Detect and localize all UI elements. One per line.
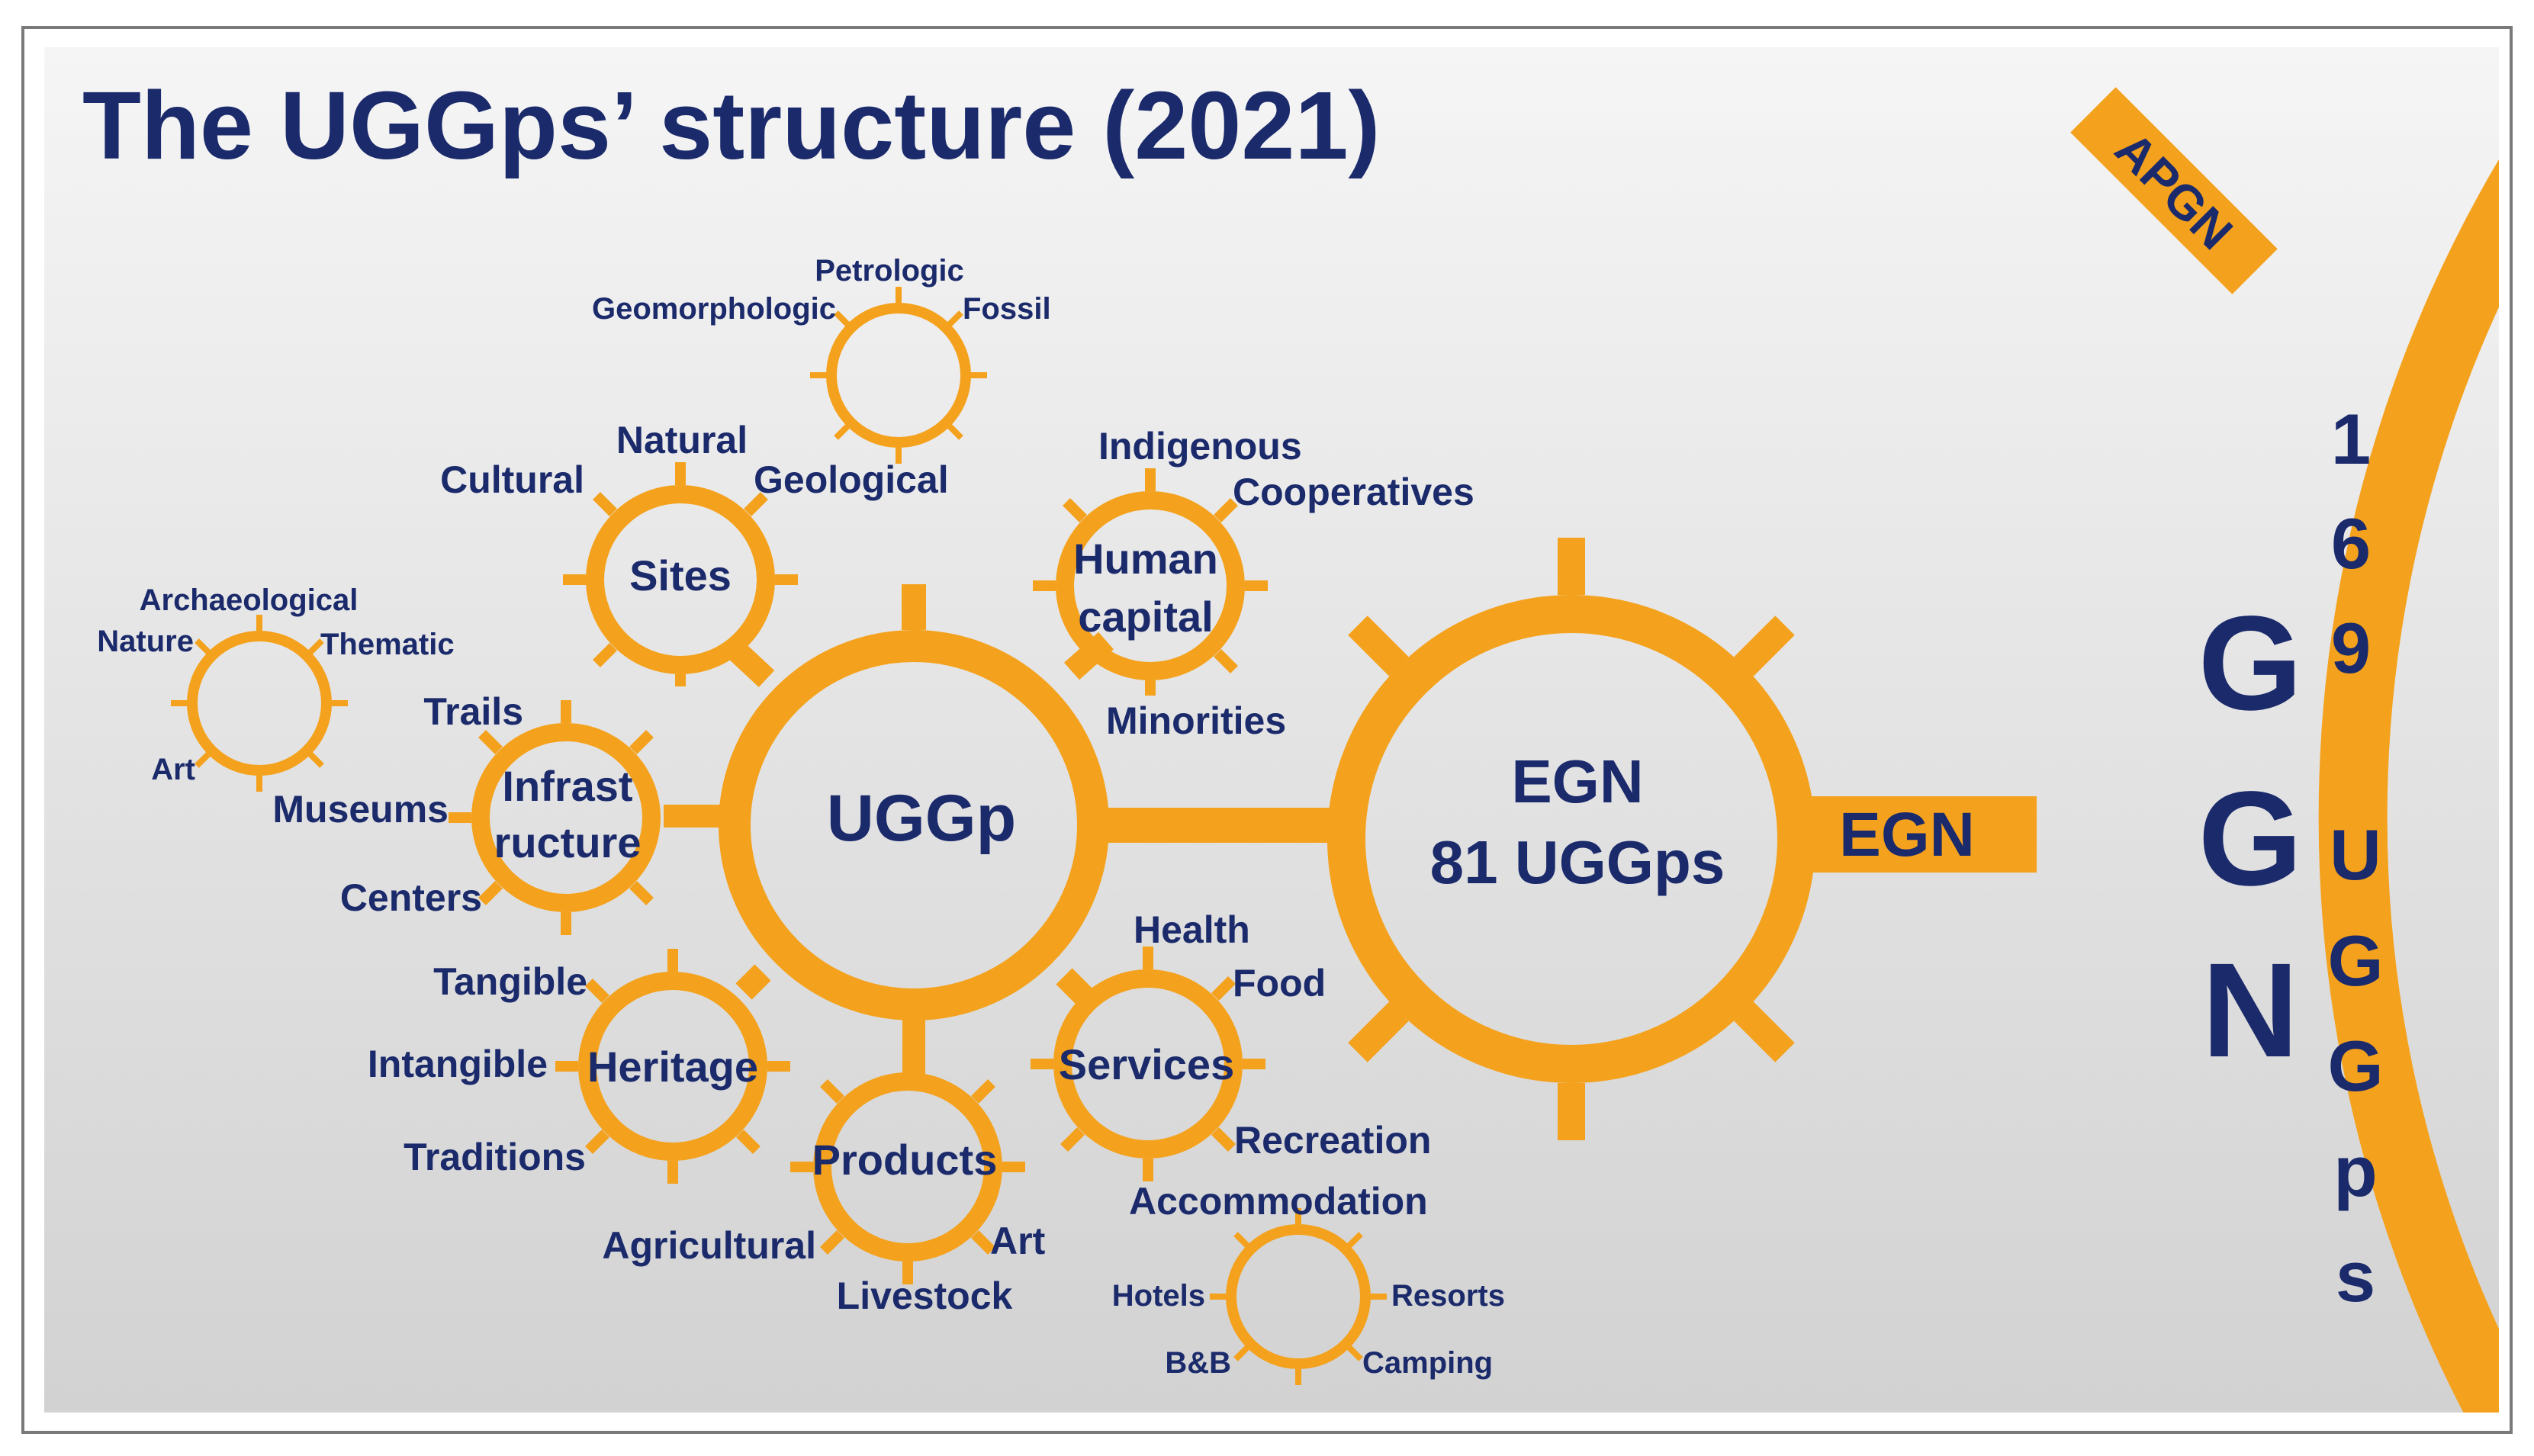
panel-background xyxy=(44,47,2499,1413)
ggn-suffix: U G G p s xyxy=(2327,815,2383,1316)
connector-uggp-heritage xyxy=(735,964,771,1000)
heritage-item: Traditions xyxy=(404,1136,586,1178)
services-spokes xyxy=(1031,947,1265,1181)
geological-spokes xyxy=(810,287,987,464)
geological-circle xyxy=(826,303,971,448)
infrastructure-spokes xyxy=(449,700,654,935)
ggn-letter: G xyxy=(2198,764,2303,914)
ggn-letter: G xyxy=(2198,589,2303,738)
infrastructure-label-line1: Infrast xyxy=(502,762,632,810)
human-capital-item: Cooperatives xyxy=(1233,471,1474,513)
accommodation-item: Camping xyxy=(1362,1346,1493,1380)
geological-item: Petrologic xyxy=(815,254,964,288)
diagram-title: The UGGps’ structure (2021) xyxy=(82,72,1381,179)
egn-circle-line1: EGN xyxy=(1511,747,1643,815)
sites-item: Geological xyxy=(754,458,949,501)
human-capital-label-line2: capital xyxy=(1078,593,1213,641)
sites-item: Cultural xyxy=(440,458,584,501)
accommodation-item: Resorts xyxy=(1391,1279,1505,1313)
egn-spokes xyxy=(1348,538,1795,1140)
ggn-count-digit: 6 xyxy=(2331,503,2371,583)
uggp-circle xyxy=(719,630,1109,1020)
ggn-suffix-letter: U xyxy=(2330,815,2381,895)
egn-circle-line2: 81 UGGps xyxy=(1430,828,1725,896)
ggn-letters: G G N xyxy=(2198,589,2303,1085)
ggn-count-digit: 9 xyxy=(2331,608,2371,688)
human-capital-item: Minorities xyxy=(1106,699,1286,742)
museums-circle xyxy=(187,631,332,776)
products-item: Art xyxy=(990,1220,1046,1262)
heritage-item: Tangible xyxy=(433,960,587,1003)
museums-item: Thematic xyxy=(320,628,455,661)
ggn-count-digit: 1 xyxy=(2331,399,2371,479)
uggp-label: UGGp xyxy=(827,782,1016,855)
museums-item: Art xyxy=(151,753,195,786)
sites-spokes xyxy=(563,462,798,686)
ggn-count: 1 6 9 xyxy=(2331,399,2371,688)
accommodation-item: B&B xyxy=(1165,1346,1231,1380)
human-capital-label-line1: Human xyxy=(1073,535,1218,583)
ggn-suffix-letter: p xyxy=(2333,1131,2377,1211)
node-circles xyxy=(171,287,1815,1385)
ggn-suffix-letter: G xyxy=(2327,921,2383,1001)
heritage-label: Heritage xyxy=(587,1043,758,1091)
heritage-spokes xyxy=(555,949,790,1184)
human-capital-item: Indigenous xyxy=(1098,425,1302,468)
sites-item: Natural xyxy=(616,419,748,461)
ggn-letter: N xyxy=(2201,936,2298,1085)
museums-item: Archaeological xyxy=(140,583,359,617)
products-item: Livestock xyxy=(837,1274,1013,1317)
sites-label: Sites xyxy=(629,551,732,599)
infrastructure-item: Centers xyxy=(340,876,482,919)
egn-circle xyxy=(1327,595,1815,1083)
connectors xyxy=(664,632,2037,1079)
infrastructure-item: Museums xyxy=(272,788,449,831)
services-label: Services xyxy=(1059,1040,1234,1088)
products-spokes xyxy=(790,1079,1025,1284)
ggn-arc xyxy=(2318,159,2499,1413)
ggn-suffix-letter: s xyxy=(2336,1236,2375,1316)
services-item: Food xyxy=(1233,962,1326,1004)
human-capital-spokes xyxy=(1033,468,1268,696)
accommodation-item: Hotels xyxy=(1112,1279,1205,1313)
infrastructure-label-line2: ructure xyxy=(494,818,642,866)
services-item: Accommodation xyxy=(1129,1180,1428,1223)
geological-item: Geomorphologic xyxy=(592,292,836,326)
services-item: Health xyxy=(1134,908,1250,951)
infrastructure-circle xyxy=(471,723,661,912)
museums-spokes xyxy=(171,615,348,792)
services-item: Recreation xyxy=(1234,1119,1431,1162)
infrastructure-item: Trails xyxy=(423,690,523,733)
egn-bar-label: EGN xyxy=(1839,800,1975,869)
human-capital-circle xyxy=(1056,491,1245,680)
geological-item: Fossil xyxy=(963,292,1051,326)
products-circle xyxy=(813,1072,1002,1262)
sites-circle xyxy=(586,485,775,674)
museums-item: Nature xyxy=(97,625,194,658)
products-item: Agricultural xyxy=(602,1224,816,1267)
products-label: Products xyxy=(812,1136,998,1184)
services-circle xyxy=(1053,969,1243,1159)
accommodation-spokes xyxy=(1210,1208,1387,1385)
heritage-item: Intangible xyxy=(368,1043,548,1085)
heritage-circle xyxy=(578,972,767,1161)
accommodation-circle xyxy=(1226,1224,1371,1369)
ggn-suffix-letter: G xyxy=(2327,1026,2383,1106)
